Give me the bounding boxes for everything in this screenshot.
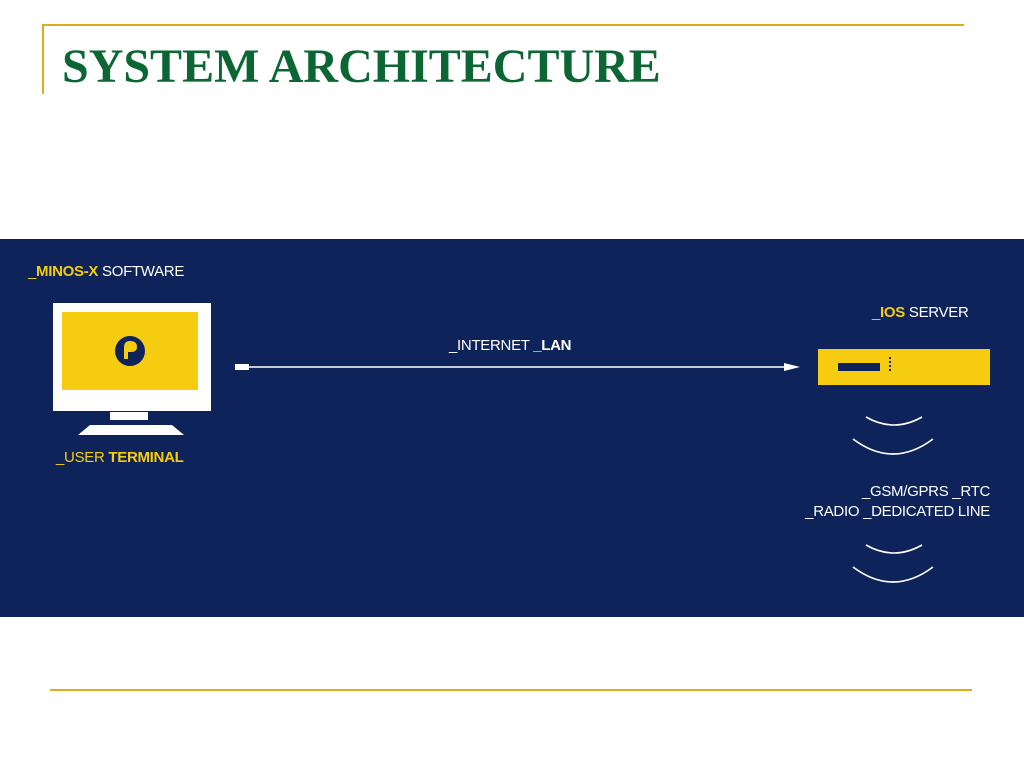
top-rule: [42, 24, 964, 26]
architecture-diagram: _MINOS-X SOFTWARE _USER TERMINAL _INTERN…: [0, 239, 1024, 617]
wireless-signal-icon: [852, 416, 934, 455]
wireless-signal-icon: [852, 544, 934, 583]
software-prefix: _: [28, 263, 37, 280]
server-label: _IOS SERVER: [872, 304, 969, 322]
network-name: _LAN: [533, 337, 572, 354]
monitor-icon: [53, 303, 211, 435]
software-name: MINOS-X: [36, 263, 99, 280]
bottom-rule: [50, 689, 972, 691]
diagram-graphics: [53, 303, 990, 583]
network-prefix: _INTERNET: [449, 337, 534, 354]
terminal-label: _USER TERMINAL: [56, 449, 184, 467]
software-suffix: SOFTWARE: [98, 263, 185, 280]
left-rule: [42, 24, 44, 94]
server-prefix: _: [872, 304, 881, 321]
terminal-name: TERMINAL: [108, 449, 184, 466]
minos-logo-icon: [115, 336, 145, 366]
connection-types: _GSM/GPRS _RTC _RADIO _DEDICATED LINE: [805, 482, 990, 522]
server-icon: [818, 349, 990, 385]
connection-types-line1: _GSM/GPRS _RTC: [861, 483, 990, 500]
slide-title: SYSTEM ARCHITECTURE: [62, 40, 661, 93]
connection-types-line2: _RADIO _DEDICATED LINE: [805, 503, 990, 520]
server-suffix: SERVER: [905, 304, 969, 321]
network-link-arrow: [235, 363, 800, 371]
network-label: _INTERNET _LAN: [449, 337, 572, 355]
server-name: IOS: [880, 304, 905, 321]
terminal-prefix: _USER: [56, 449, 109, 466]
software-label: _MINOS-X SOFTWARE: [28, 263, 184, 281]
